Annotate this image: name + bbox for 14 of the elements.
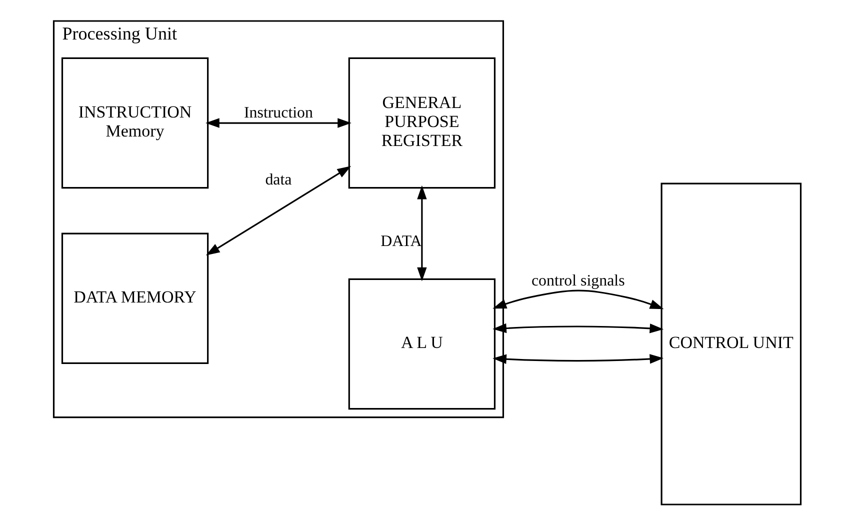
edge-label: data [264,172,292,189]
edge-label: control signals [530,272,624,290]
node-box: CONTROL UNIT [660,182,802,506]
arrow [492,354,664,364]
arrow [416,185,426,282]
node-box: INSTRUCTION Memory [60,57,208,189]
arrow [492,290,664,310]
node-box: A L U [348,278,496,410]
arrow [205,118,351,128]
edge-label: Instruction [243,104,312,122]
node-box: DATA MEMORY [60,232,208,364]
arrow [205,166,351,256]
node-box: GENERAL PURPOSE REGISTER [348,57,496,189]
arrow [492,323,664,334]
